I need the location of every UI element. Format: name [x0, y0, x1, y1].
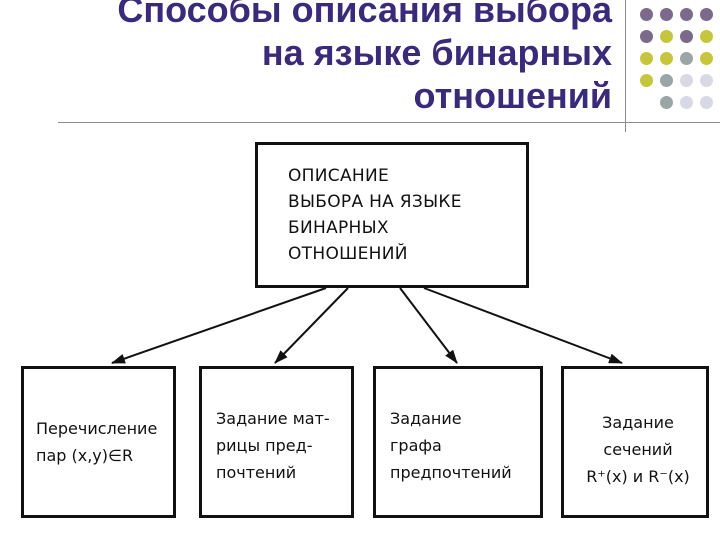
- node-line: рицы пред-: [216, 436, 313, 455]
- node-pairs-enumeration: Перечисление пар (x,y)∈R: [21, 366, 176, 518]
- dot-light: [700, 96, 713, 109]
- node-sections: Задание сечений R⁺(x) и R⁻(x): [561, 366, 709, 518]
- dot-purple: [640, 30, 653, 43]
- dot-olive: [700, 52, 713, 65]
- node-line: графа: [390, 436, 442, 455]
- arrow-to-pairs: [111, 287, 327, 364]
- dot-olive: [700, 30, 713, 43]
- dot-light: [680, 74, 693, 87]
- node-line: Перечисление: [36, 419, 158, 438]
- arrow-to-graph: [399, 287, 458, 364]
- node-line: сечений: [603, 440, 673, 459]
- title-line-1: Способы описания выбора: [117, 0, 612, 30]
- dot-gray: [680, 52, 693, 65]
- arrow-to-matrix: [274, 287, 349, 364]
- dot-purple: [640, 8, 653, 21]
- horizontal-divider: [58, 122, 720, 123]
- node-line: Задание мат-: [216, 409, 330, 428]
- root-node-line: БИНАРНЫХ: [288, 218, 389, 238]
- slide-title: Способы описания выбора на языке бинарны…: [0, 0, 612, 117]
- root-node-line: ВЫБОРА НА ЯЗЫКЕ: [288, 192, 462, 212]
- root-node-box: ОПИСАНИЕ ВЫБОРА НА ЯЗЫКЕ БИНАРНЫХ ОТНОШЕ…: [255, 142, 529, 288]
- dot-purple: [660, 8, 673, 21]
- decorative-dot-grid: [640, 8, 720, 128]
- node-line: предпочтений: [390, 463, 512, 482]
- node-line: R⁺(x) и R⁻(x): [586, 467, 690, 486]
- dot-olive: [640, 52, 653, 65]
- dot-light: [700, 74, 713, 87]
- dot-gray: [660, 96, 673, 109]
- dot-light: [680, 96, 693, 109]
- vertical-divider: [625, 0, 626, 132]
- title-line-2: на языке бинарных: [261, 32, 612, 73]
- node-preference-matrix: Задание мат- рицы пред- почтений: [199, 366, 354, 518]
- dot-purple: [700, 8, 713, 21]
- dot-purple: [680, 8, 693, 21]
- dot-purple: [680, 30, 693, 43]
- title-line-3: отношений: [413, 75, 613, 116]
- root-node-line: ОПИСАНИЕ: [288, 166, 390, 186]
- node-line: почтений: [216, 463, 297, 482]
- root-node-line: ОТНОШЕНИЙ: [288, 244, 408, 264]
- node-line: Задание: [390, 409, 462, 428]
- dot-gray: [660, 74, 673, 87]
- dot-olive: [660, 52, 673, 65]
- node-line: Задание: [602, 413, 674, 432]
- dot-olive: [640, 74, 653, 87]
- dot-olive: [660, 30, 673, 43]
- node-preference-graph: Задание графа предпочтений: [373, 366, 543, 518]
- node-line: пар (x,y)∈R: [36, 446, 134, 465]
- arrow-to-sections: [423, 287, 623, 364]
